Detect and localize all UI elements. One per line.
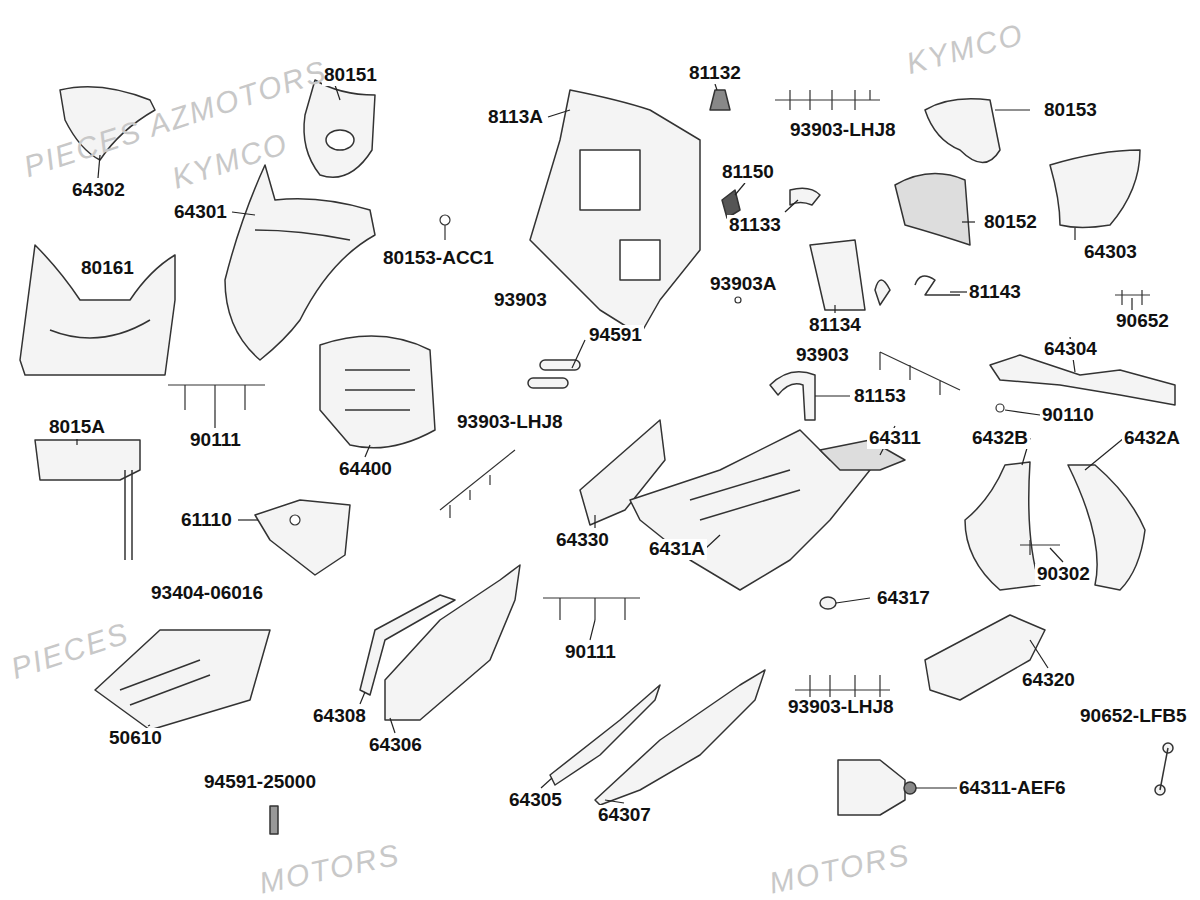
callout-number: 64306 — [367, 735, 424, 756]
callout-number: 64400 — [337, 459, 394, 480]
callout-number: 90302 — [1035, 564, 1092, 585]
watermark: PIECES — [7, 616, 133, 685]
callout-number: 8113A — [486, 107, 545, 128]
callout-number: 90652 — [1114, 311, 1171, 332]
callout-number: 64311 — [867, 428, 923, 449]
callout-number: 93903 — [492, 290, 549, 311]
callout-number: 93903-LHJ8 — [786, 697, 896, 718]
callout-number: 64301 — [172, 202, 229, 223]
callout-number: 80152 — [982, 212, 1039, 233]
callout-number: 6432B — [970, 428, 1030, 449]
callout-number: 64311-AEF6 — [957, 778, 1068, 799]
watermark: KYMCO — [168, 126, 292, 194]
callout-number: 81150 — [720, 162, 776, 183]
callout-number: 64330 — [554, 530, 611, 551]
callout-number: 80161 — [79, 258, 136, 279]
callout-number: 94591-25000 — [202, 772, 318, 793]
callout-number: 93903-LHJ8 — [455, 412, 565, 433]
callout-number: 81153 — [852, 386, 908, 407]
callout-number: 81132 — [687, 63, 743, 84]
callout-number: 6431A — [647, 539, 707, 560]
callout-number: 6432A — [1122, 428, 1182, 449]
callout-number: 94591 — [587, 325, 644, 346]
callout-number: 81143 — [967, 282, 1023, 303]
callout-number: 93404-06016 — [149, 583, 265, 604]
callout-number: 90652-LFB5 — [1078, 706, 1189, 727]
callout-number: 90110 — [1040, 405, 1096, 426]
callout-number: 81133 — [727, 215, 783, 236]
callout-number: 80153 — [1042, 100, 1099, 121]
callout-number: 93903-LHJ8 — [788, 120, 898, 141]
watermark: MOTORS — [256, 837, 403, 899]
watermark: MOTORS — [766, 837, 913, 899]
callout-number: 93903 — [794, 345, 851, 366]
callout-number: 90111 — [188, 430, 243, 451]
callout-number: 64302 — [70, 180, 127, 201]
callout-number: 8015A — [47, 417, 107, 438]
callout-number: 81134 — [807, 315, 863, 336]
callout-number: 64303 — [1082, 242, 1139, 263]
callout-number: 64317 — [875, 588, 932, 609]
callout-number: 50610 — [107, 728, 164, 749]
callout-number: 64304 — [1042, 339, 1099, 360]
callout-number: 64307 — [596, 805, 653, 826]
callout-number: 61110 — [179, 510, 234, 531]
watermark: KYMCO — [903, 17, 1027, 80]
callout-number: 90111 — [563, 642, 618, 663]
callout-number: 64308 — [311, 706, 368, 727]
callout-number: 64320 — [1020, 670, 1077, 691]
callout-number: 80153-ACC1 — [381, 248, 496, 269]
callout-number: 93903A — [708, 274, 779, 295]
callout-number: 64305 — [507, 790, 564, 811]
